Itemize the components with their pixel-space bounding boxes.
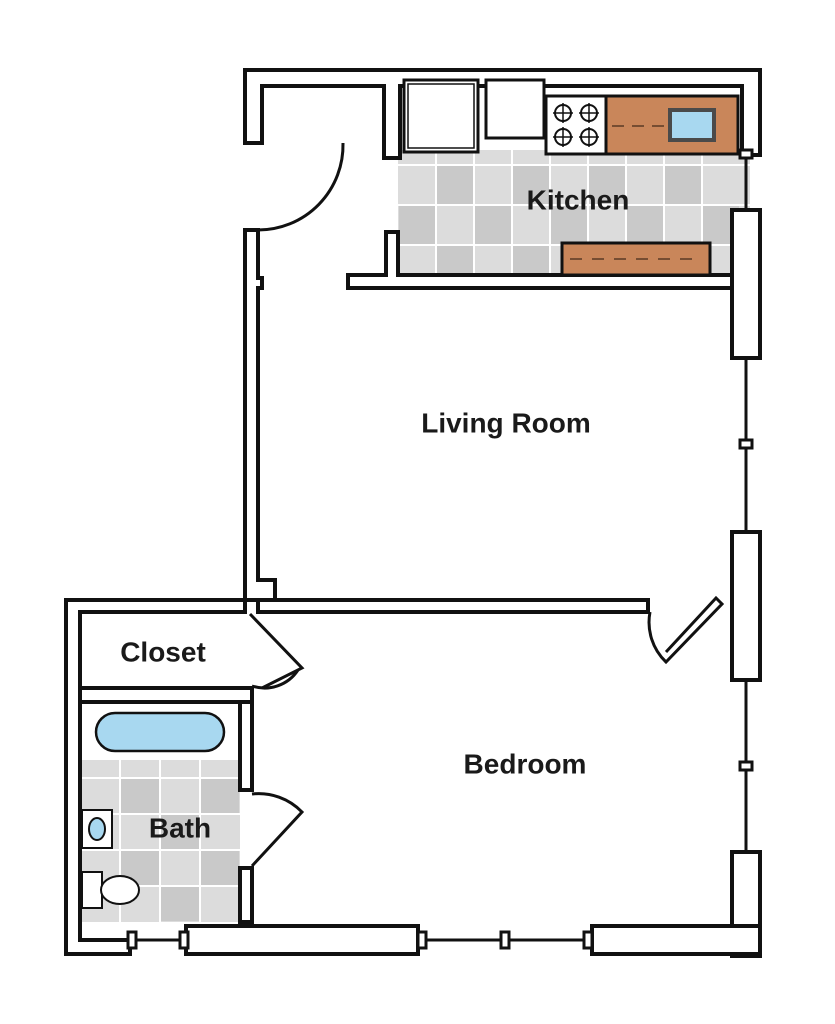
refrigerator (402, 78, 480, 154)
kitchen-label: Kitchen (527, 184, 630, 215)
closet-door (248, 612, 305, 690)
entry-door (257, 142, 345, 232)
toilet-icon (81, 871, 140, 909)
bedroom-label: Bedroom (464, 748, 587, 779)
cabinet (484, 78, 546, 140)
windows (126, 148, 754, 950)
bath-door (250, 792, 305, 868)
sink-icon (668, 108, 716, 142)
lower-counter (560, 241, 712, 277)
bath-label: Bath (149, 812, 211, 843)
bathtub (82, 704, 238, 760)
walls (64, 68, 762, 958)
living-room-label: Living Room (421, 407, 591, 438)
bedroom-door (647, 595, 725, 665)
closet-label: Closet (120, 636, 206, 667)
bath-sink-icon (81, 809, 113, 849)
stove-icon (544, 94, 608, 156)
